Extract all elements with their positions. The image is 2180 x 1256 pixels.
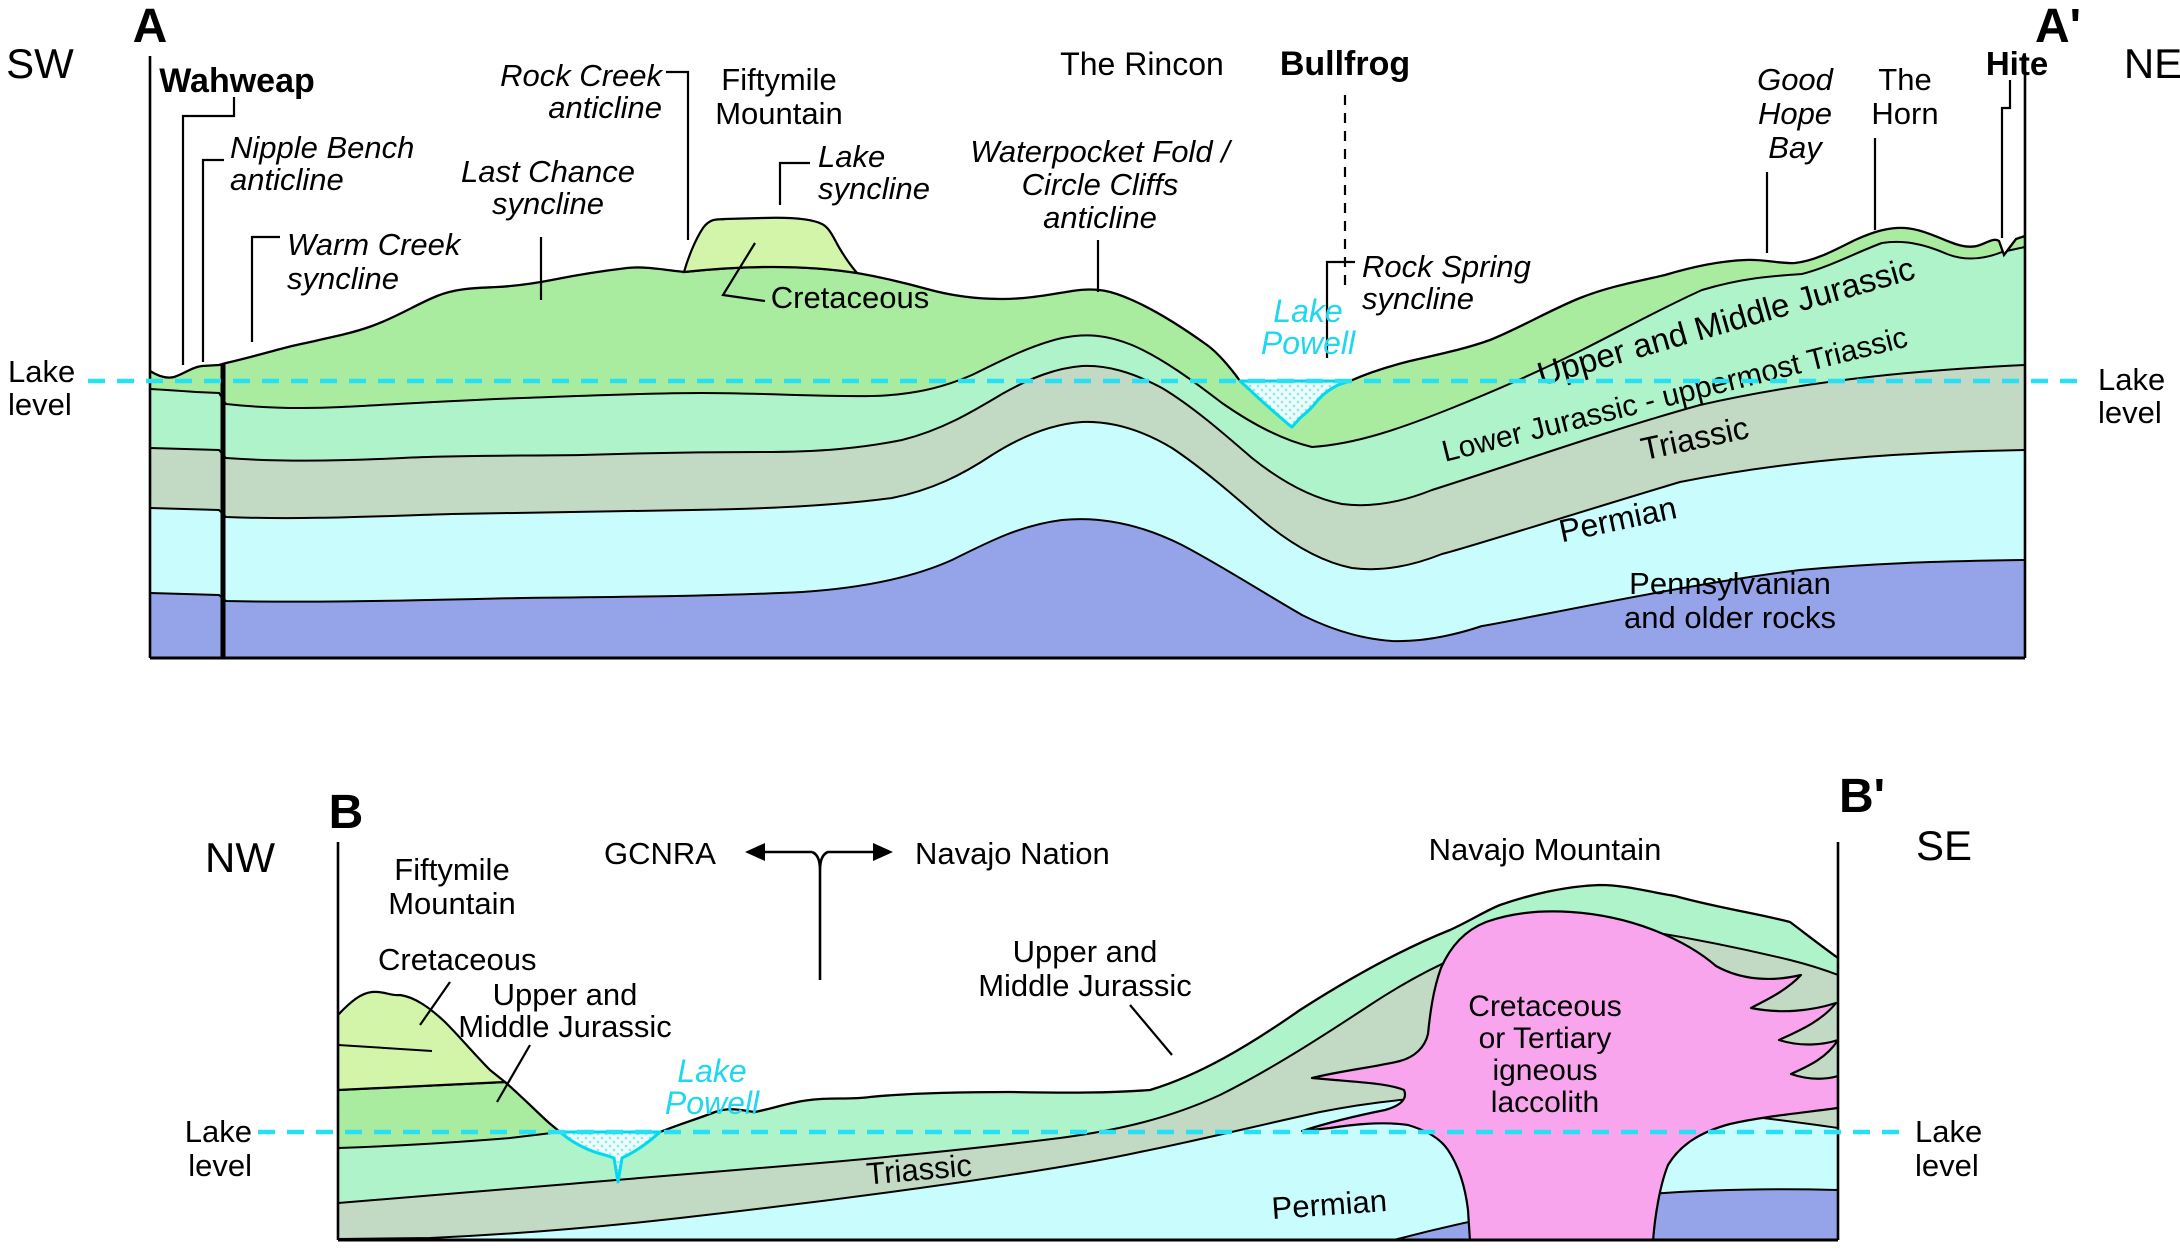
- leader-cretaceous-b: [419, 981, 451, 1026]
- contact-a-3: [150, 420, 2025, 571]
- leader-nipple-bench: [201, 158, 224, 362]
- label-lake-powell-b-2: Powell: [665, 1085, 760, 1121]
- label-navajo-mountain: Navajo Mountain: [1429, 832, 1662, 867]
- label-last-chance-1: Last Chance: [461, 154, 635, 189]
- lake-powell-water-b: [558, 1130, 662, 1184]
- label-umj-right-b-1: Upper and: [1013, 934, 1158, 969]
- label-fiftymile-b-1: Fiftymile: [394, 852, 509, 887]
- leader-rock-creek: [666, 70, 690, 240]
- label-lake-powell-b-1: Lake: [677, 1053, 746, 1089]
- surface-a: [150, 226, 2025, 429]
- label-gcnra: GCNRA: [604, 836, 716, 871]
- label-good-hope-2: Hope: [1758, 96, 1832, 131]
- label-laccolith-3: igneous: [1492, 1054, 1597, 1087]
- label-good-hope-3: Bay: [1768, 130, 1824, 165]
- arrowhead-right-navajo: [873, 843, 893, 861]
- cretaceous-cap-a: [682, 216, 860, 275]
- label-cretaceous-b: Cretaceous: [378, 942, 537, 977]
- label-the-rincon: The Rincon: [1060, 46, 1224, 82]
- contact-a-4: [150, 518, 2025, 643]
- label-lake-powell-a-1: Lake: [1273, 293, 1342, 329]
- label-fiftymile-a-2: Mountain: [715, 96, 843, 131]
- label-warm-creek-2: syncline: [287, 261, 399, 296]
- compass-se: SE: [1916, 822, 1972, 869]
- gcnra-navajo-boundary-line: [763, 850, 875, 980]
- lake-level-b-right-1: Lake: [1915, 1114, 1982, 1149]
- label-fiftymile-a-1: Fiftymile: [721, 62, 836, 97]
- label-laccolith-2: or Tertiary: [1479, 1022, 1612, 1055]
- cretaceous-cap-b: [338, 990, 508, 1092]
- lake-level-a-left-2: level: [8, 387, 72, 422]
- label-laccolith-4: laccolith: [1491, 1086, 1599, 1119]
- leader-umj-left-b: [496, 1044, 531, 1103]
- label-rock-creek-1: Rock Creek: [500, 58, 663, 93]
- stratum-label-penn-1: Pennsylvanian: [1629, 566, 1831, 601]
- label-lake-syncline-2: syncline: [818, 171, 930, 206]
- layer-a-pennsylvanian: [150, 519, 2025, 658]
- compass-nw: NW: [205, 834, 275, 881]
- lake-level-b-left-1: Lake: [185, 1114, 252, 1149]
- lake-level-b-left-2: level: [188, 1148, 252, 1183]
- stratum-label-penn-2: and older rocks: [1624, 600, 1836, 635]
- leader-umj-right-b: [1129, 1004, 1173, 1056]
- label-fiftymile-b-2: Mountain: [388, 886, 516, 921]
- lake-powell-water-a: [1238, 379, 1352, 429]
- lake-level-a-right-2: level: [2098, 395, 2162, 430]
- label-umj-left-b-2: Middle Jurassic: [458, 1009, 672, 1044]
- leader-lake-syncline: [778, 161, 810, 205]
- label-waterpocket-3: anticline: [1043, 200, 1157, 235]
- compass-ne: NE: [2124, 40, 2180, 87]
- lake-level-a-left-1: Lake: [8, 354, 75, 389]
- leader-wahweap: [181, 97, 236, 365]
- label-lake-syncline-1: Lake: [818, 139, 885, 174]
- label-wahweap: Wahweap: [159, 62, 315, 100]
- arrowhead-left-gcnra: [745, 843, 765, 861]
- label-navajo-nation: Navajo Nation: [915, 836, 1110, 871]
- label-warm-creek-1: Warm Creek: [287, 227, 462, 262]
- sky-a: [150, 50, 2025, 427]
- label-umj-left-b-1: Upper and: [493, 977, 638, 1012]
- label-horn-1: The: [1878, 62, 1931, 97]
- compass-sw: SW: [6, 40, 74, 87]
- leaders-b: [419, 850, 1173, 1103]
- label-horn-2: Horn: [1871, 96, 1938, 131]
- sky-b: [338, 760, 1838, 1182]
- leader-rock-spring: [1325, 260, 1355, 358]
- contact-a-2: [150, 364, 2025, 507]
- contact-a-1: [150, 240, 2025, 449]
- section-a-id-left: A: [133, 0, 168, 53]
- label-umj-right-b-2: Middle Jurassic: [978, 968, 1192, 1003]
- section-b-id-left: B: [329, 786, 364, 839]
- laccolith-body: [1300, 910, 1838, 1240]
- section-a-id-right: A': [2035, 0, 2081, 53]
- stratum-label-permian-b: Permian: [1270, 1183, 1388, 1226]
- label-rock-creek-2: anticline: [548, 90, 662, 125]
- contact-b-1: [338, 1131, 561, 1149]
- label-laccolith-1: Cretaceous: [1468, 990, 1621, 1023]
- label-last-chance-2: syncline: [492, 186, 604, 221]
- section-a-body: [150, 50, 2025, 658]
- cap-b-bedding-line: [338, 1044, 433, 1052]
- label-hite: Hite: [1986, 45, 2048, 82]
- label-waterpocket-2: Circle Cliffs: [1022, 167, 1179, 202]
- lake-level-a-right-1: Lake: [2098, 362, 2165, 397]
- leader-hite: [2000, 80, 2012, 238]
- section-b-body: [338, 760, 1838, 1240]
- label-rock-spring-1: Rock Spring: [1362, 249, 1531, 284]
- label-rock-spring-2: syncline: [1362, 281, 1474, 316]
- leaders-a: [181, 70, 2012, 365]
- label-nipple-bench-1: Nipple Bench: [230, 130, 414, 165]
- label-bullfrog: Bullfrog: [1280, 45, 1410, 83]
- label-cretaceous-a: Cretaceous: [771, 280, 930, 315]
- label-nipple-bench-2: anticline: [230, 162, 344, 197]
- label-lake-powell-a-2: Powell: [1261, 325, 1356, 361]
- leader-cretaceous-a: [721, 242, 766, 303]
- lake-level-b-right-2: level: [1915, 1148, 1979, 1183]
- section-b-id-right: B': [1839, 770, 1885, 823]
- label-good-hope-1: Good: [1757, 62, 1835, 97]
- leader-warm-creek: [250, 235, 280, 342]
- label-waterpocket-1: Waterpocket Fold /: [970, 134, 1233, 169]
